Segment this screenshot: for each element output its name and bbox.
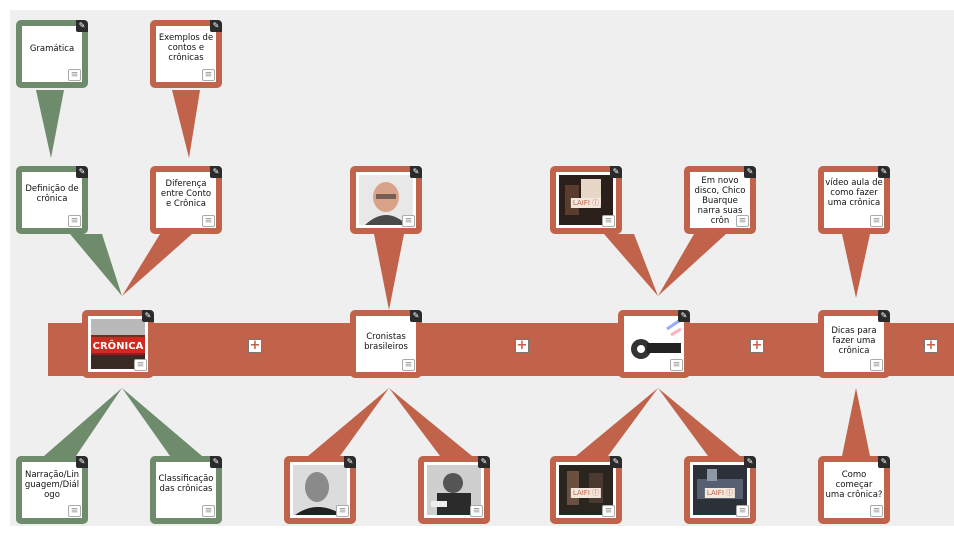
connector-como-comecar (842, 388, 870, 456)
pencil-icon[interactable]: ✎ (210, 456, 222, 468)
pencil-icon[interactable]: ✎ (610, 166, 622, 178)
node-video-top[interactable]: LAIFI ⓘ ✎ ≡ (550, 166, 622, 234)
pencil-icon[interactable]: ✎ (478, 456, 490, 468)
connector-video-top (604, 234, 658, 296)
mindmap-canvas: + + + + Gramática ✎ ≡ Exemplos de contos… (10, 10, 954, 526)
pencil-icon[interactable]: ✎ (210, 20, 222, 32)
node-dicas[interactable]: Dicas para fazer uma crônica ✎ ≡ (818, 310, 890, 378)
node-definicao[interactable]: Definição de crônica ✎ ≡ (16, 166, 88, 234)
notes-icon[interactable]: ≡ (736, 505, 749, 517)
video-brand-label: LAIFI ⓘ (570, 198, 602, 208)
notes-icon[interactable]: ≡ (470, 505, 483, 517)
node-como-comecar[interactable]: Como começar uma crônica? ✎ ≡ (818, 456, 890, 524)
notes-icon[interactable]: ≡ (202, 69, 215, 81)
portrait-image (427, 465, 481, 515)
pencil-icon[interactable]: ✎ (678, 310, 690, 322)
node-label: vídeo aula de como fazer uma crônica (825, 178, 883, 208)
node-cronista-photo[interactable]: ✎ ≡ (350, 166, 422, 234)
connector-video-bottom-2 (658, 388, 740, 456)
node-cronica-image[interactable]: CRÔNICA ✎ ≡ (82, 310, 154, 378)
pencil-icon[interactable]: ✎ (142, 310, 154, 322)
notes-icon[interactable]: ≡ (402, 359, 415, 371)
connector-cronistas-photo (374, 234, 404, 310)
notes-icon[interactable]: ≡ (68, 505, 81, 517)
node-video-aula[interactable]: vídeo aula de como fazer uma crônica ✎ ≡ (818, 166, 890, 234)
node-cronistas[interactable]: Cronistas brasileiros ✎ ≡ (350, 310, 422, 378)
notes-icon[interactable]: ≡ (402, 215, 415, 227)
pencil-icon[interactable]: ✎ (410, 166, 422, 178)
connector-gramatica (36, 90, 64, 158)
add-topic-button[interactable]: + (515, 338, 529, 353)
node-narracao[interactable]: Narração/Linguagem/Diálogo ✎ ≡ (16, 456, 88, 524)
node-label: Exemplos de contos e crônicas (158, 33, 214, 63)
connector-exemplos (172, 90, 200, 158)
notes-icon[interactable]: ≡ (202, 505, 215, 517)
node-label: Classificação das crônicas (158, 474, 214, 494)
node-diferenca[interactable]: Diferença entre Conto e Crônica ✎ ≡ (150, 166, 222, 234)
node-label: Em novo disco, Chico Buarque narra suas … (694, 176, 746, 226)
node-video-bottom-2[interactable]: LAIFI ⓘ ✎ ≡ (684, 456, 756, 524)
connector-video-bottom-1 (576, 388, 658, 456)
connector-layer (36, 90, 870, 456)
pencil-icon[interactable]: ✎ (344, 456, 356, 468)
pencil-icon[interactable]: ✎ (744, 456, 756, 468)
pencil-icon[interactable]: ✎ (878, 456, 890, 468)
notes-icon[interactable]: ≡ (602, 505, 615, 517)
notes-icon[interactable]: ≡ (68, 69, 81, 81)
pencil-icon[interactable]: ✎ (878, 310, 890, 322)
add-topic-button[interactable]: + (750, 338, 764, 353)
notes-icon[interactable]: ≡ (870, 505, 883, 517)
timeline-bar (48, 323, 954, 376)
node-label: Cronistas brasileiros (364, 332, 408, 352)
connector-definicao (70, 234, 122, 296)
pencil-icon[interactable]: ✎ (76, 456, 88, 468)
node-label: Diferença entre Conto e Crônica (160, 179, 212, 209)
connector-chico (658, 234, 726, 296)
notes-icon[interactable]: ≡ (134, 359, 147, 371)
pencil-icon[interactable]: ✎ (744, 166, 756, 178)
notes-icon[interactable]: ≡ (870, 359, 883, 371)
video-brand-label: LAIFI ⓘ (704, 488, 736, 498)
add-topic-button[interactable]: + (924, 338, 938, 353)
notes-icon[interactable]: ≡ (736, 215, 749, 227)
node-video-bottom-1[interactable]: LAIFI ⓘ ✎ ≡ (550, 456, 622, 524)
notes-icon[interactable]: ≡ (870, 215, 883, 227)
pencil-icon[interactable]: ✎ (210, 166, 222, 178)
node-film-image[interactable]: ✎ ≡ (618, 310, 690, 378)
node-chico[interactable]: Em novo disco, Chico Buarque narra suas … (684, 166, 756, 234)
notes-icon[interactable]: ≡ (602, 215, 615, 227)
node-label: Como começar uma crônica? (825, 470, 883, 500)
pencil-icon[interactable]: ✎ (878, 166, 890, 178)
node-gramatica[interactable]: Gramática ✎ ≡ (16, 20, 88, 88)
node-photo-bottom-2[interactable]: ✎ ≡ (418, 456, 490, 524)
pencil-icon[interactable]: ✎ (76, 166, 88, 178)
pencil-icon[interactable]: ✎ (410, 310, 422, 322)
node-photo-bottom-1[interactable]: ✎ ≡ (284, 456, 356, 524)
pencil-icon[interactable]: ✎ (76, 20, 88, 32)
video-thumbnail: LAIFI ⓘ (559, 465, 613, 515)
connector-photo-bottom-1 (308, 388, 389, 456)
notes-icon[interactable]: ≡ (336, 505, 349, 517)
node-exemplos[interactable]: Exemplos de contos e crônicas ✎ ≡ (150, 20, 222, 88)
node-label: Gramática (29, 44, 75, 54)
notes-icon[interactable]: ≡ (68, 215, 81, 227)
add-topic-button[interactable]: + (248, 338, 262, 353)
pencil-icon[interactable]: ✎ (610, 456, 622, 468)
connector-video-aula (842, 234, 870, 298)
node-label: Definição de crônica (25, 184, 79, 204)
svg-text:CRÔNICA: CRÔNICA (93, 339, 144, 352)
connector-diferenca (122, 234, 192, 296)
connector-photo-bottom-2 (389, 388, 472, 456)
node-classificacao[interactable]: Classificação das crônicas ✎ ≡ (150, 456, 222, 524)
notes-icon[interactable]: ≡ (670, 359, 683, 371)
video-brand-label: LAIFI ⓘ (570, 488, 602, 498)
node-label: Dicas para fazer uma crônica (831, 326, 877, 356)
connector-narracao (44, 388, 122, 456)
notes-icon[interactable]: ≡ (202, 215, 215, 227)
connector-classificacao (122, 388, 202, 456)
node-label: Narração/Linguagem/Diálogo (24, 470, 80, 500)
